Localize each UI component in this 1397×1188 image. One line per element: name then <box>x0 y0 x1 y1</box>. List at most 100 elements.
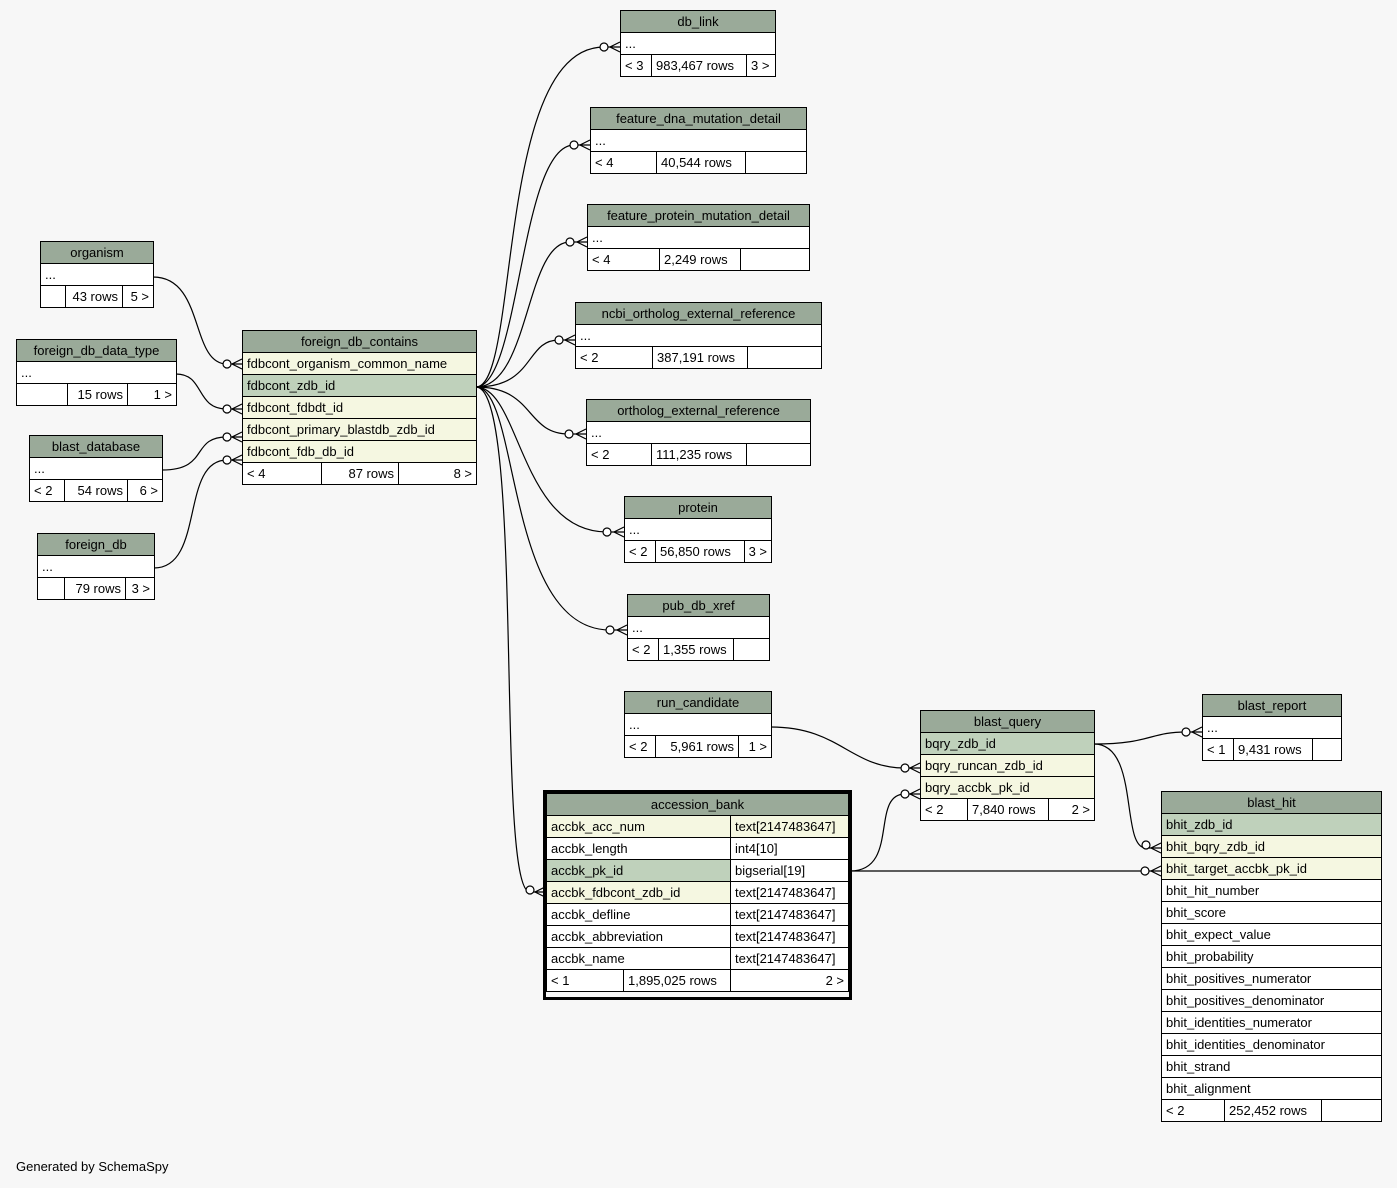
ellipsis-row: ... <box>575 324 822 347</box>
edge-bqry-to-bhit <box>1093 743 1161 849</box>
ellipsis-row: ... <box>624 518 772 541</box>
stat-rows: 43 rows <box>65 285 123 308</box>
stat-children <box>740 248 810 271</box>
stat-parents: < 1 <box>1202 738 1234 761</box>
stat-children: 6 > <box>127 479 163 502</box>
table-title: db_link <box>620 10 776 33</box>
table-foreign-db[interactable]: foreign_db ... 79 rows 3 > <box>37 533 155 600</box>
stat-children: 3 > <box>125 577 155 600</box>
stat-parents: < 4 <box>590 151 657 174</box>
column-accbk-acc-num: accbk_acc_num <box>546 815 731 838</box>
table-pub-db-xref[interactable]: pub_db_xref ... < 2 1,355 rows <box>627 594 770 661</box>
ellipsis-row: ... <box>1202 716 1342 739</box>
column-fdbcont-primary-blastdb-zdb-id: fdbcont_primary_blastdb_zdb_id <box>242 418 477 441</box>
generated-by-footer: Generated by SchemaSpy <box>16 1159 169 1174</box>
table-title: foreign_db_data_type <box>16 339 177 362</box>
column-accbk-length: accbk_length <box>546 837 731 860</box>
edge-foreign-db <box>153 459 242 569</box>
edge-feature-protein <box>475 241 587 388</box>
table-title: blast_hit <box>1161 791 1382 814</box>
column-bqry-accbk-pk-id: bqry_accbk_pk_id <box>920 776 1095 799</box>
table-protein[interactable]: protein ... < 2 56,850 rows 3 > <box>624 496 773 563</box>
stat-parents: < 2 <box>575 346 653 369</box>
stat-parents: < 4 <box>242 462 322 485</box>
column-bhit-identities-denominator: bhit_identities_denominator <box>1161 1033 1382 1056</box>
edge-db-link <box>475 46 620 388</box>
edge-run-candidate <box>770 726 920 769</box>
column-type: text[2147483647] <box>730 815 849 838</box>
stat-rows: 1,355 rows <box>658 638 734 661</box>
stat-parents: < 2 <box>29 479 65 502</box>
table-blast-database[interactable]: blast_database ... < 2 54 rows 6 > <box>29 435 163 502</box>
table-foreign-db-contains[interactable]: foreign_db_contains fdbcont_organism_com… <box>242 330 477 485</box>
stat-parents: < 2 <box>1161 1099 1225 1122</box>
table-db-link[interactable]: db_link ... < 3 983,467 rows 3 > <box>620 10 776 77</box>
stat-children: 5 > <box>122 285 154 308</box>
accession-bank-frame: accession_bank accbk_acc_num text[214748… <box>543 790 852 1000</box>
stat-children: 2 > <box>1048 798 1095 821</box>
ellipsis-row: ... <box>624 713 772 736</box>
column-bhit-expect-value: bhit_expect_value <box>1161 923 1382 946</box>
stat-rows: 54 rows <box>64 479 128 502</box>
ellipsis-row: ... <box>587 226 810 249</box>
edge-feature-dna <box>475 144 590 388</box>
stat-children: 3 > <box>743 540 773 563</box>
edge-ncbi-ortholog <box>475 339 575 388</box>
table-title: blast_database <box>29 435 163 458</box>
table-title: accession_bank <box>546 793 849 816</box>
column-bhit-strand: bhit_strand <box>1161 1055 1382 1078</box>
table-foreign-db-data-type[interactable]: foreign_db_data_type ... 15 rows 1 > <box>16 339 177 406</box>
column-bhit-bqry-zdb-id: bhit_bqry_zdb_id <box>1161 835 1382 858</box>
column-bhit-positives-numerator: bhit_positives_numerator <box>1161 967 1382 990</box>
table-title: blast_query <box>920 710 1095 733</box>
stat-parents <box>16 383 68 406</box>
stat-rows: 56,850 rows <box>655 540 745 563</box>
stat-rows: 111,235 rows <box>651 443 747 466</box>
stat-rows: 387,191 rows <box>652 346 748 369</box>
column-accbk-fdbcont-zdb-id: accbk_fdbcont_zdb_id <box>546 881 731 904</box>
stat-rows: 1,895,025 rows <box>623 969 731 992</box>
ellipsis-row: ... <box>37 555 155 578</box>
column-bqry-runcan-zdb-id: bqry_runcan_zdb_id <box>920 754 1095 777</box>
stat-children <box>733 638 770 661</box>
ellipsis-row: ... <box>40 263 154 286</box>
edge-protein <box>475 386 624 533</box>
column-bhit-zdb-id: bhit_zdb_id <box>1161 813 1382 836</box>
table-title: ncbi_ortholog_external_reference <box>575 302 822 325</box>
stat-children: 1 > <box>738 735 772 758</box>
stat-children <box>1312 738 1342 761</box>
stat-rows: 40,544 rows <box>656 151 746 174</box>
stat-children: 2 > <box>730 969 849 992</box>
stat-parents: < 2 <box>586 443 652 466</box>
stat-children: 8 > <box>398 462 477 485</box>
table-blast-report[interactable]: blast_report ... < 1 9,431 rows <box>1202 694 1342 761</box>
stat-parents: < 2 <box>627 638 659 661</box>
stat-rows: 5,961 rows <box>655 735 739 758</box>
stat-parents: < 2 <box>624 540 656 563</box>
table-feature-protein-mutation-detail[interactable]: feature_protein_mutation_detail ... < 4 … <box>587 204 810 271</box>
table-title: feature_protein_mutation_detail <box>587 204 810 227</box>
column-bqry-zdb-id: bqry_zdb_id <box>920 732 1095 755</box>
table-title: blast_report <box>1202 694 1342 717</box>
table-accession-bank[interactable]: accession_bank accbk_acc_num text[214748… <box>546 793 849 992</box>
stat-parents: < 1 <box>546 969 624 992</box>
table-ncbi-ortholog-external-reference[interactable]: ncbi_ortholog_external_reference ... < 2… <box>575 302 822 369</box>
stat-rows: 7,840 rows <box>967 798 1049 821</box>
table-title: foreign_db_contains <box>242 330 477 353</box>
column-type: text[2147483647] <box>730 947 849 970</box>
table-run-candidate[interactable]: run_candidate ... < 2 5,961 rows 1 > <box>624 691 772 758</box>
table-blast-query[interactable]: blast_query bqry_zdb_id bqry_runcan_zdb_… <box>920 710 1095 821</box>
table-ortholog-external-reference[interactable]: ortholog_external_reference ... < 2 111,… <box>586 399 811 466</box>
table-title: foreign_db <box>37 533 155 556</box>
table-blast-hit[interactable]: blast_hit bhit_zdb_id bhit_bqry_zdb_id b… <box>1161 791 1382 1122</box>
ellipsis-row: ... <box>16 361 177 384</box>
column-type: bigserial[19] <box>730 859 849 882</box>
column-type: int4[10] <box>730 837 849 860</box>
column-bhit-probability: bhit_probability <box>1161 945 1382 968</box>
table-feature-dna-mutation-detail[interactable]: feature_dna_mutation_detail ... < 4 40,5… <box>590 107 807 174</box>
column-type: text[2147483647] <box>730 881 849 904</box>
stat-rows: 79 rows <box>64 577 126 600</box>
edge-pub-db-xref <box>475 386 627 631</box>
table-organism[interactable]: organism ... 43 rows 5 > <box>40 241 154 308</box>
table-title: pub_db_xref <box>627 594 770 617</box>
